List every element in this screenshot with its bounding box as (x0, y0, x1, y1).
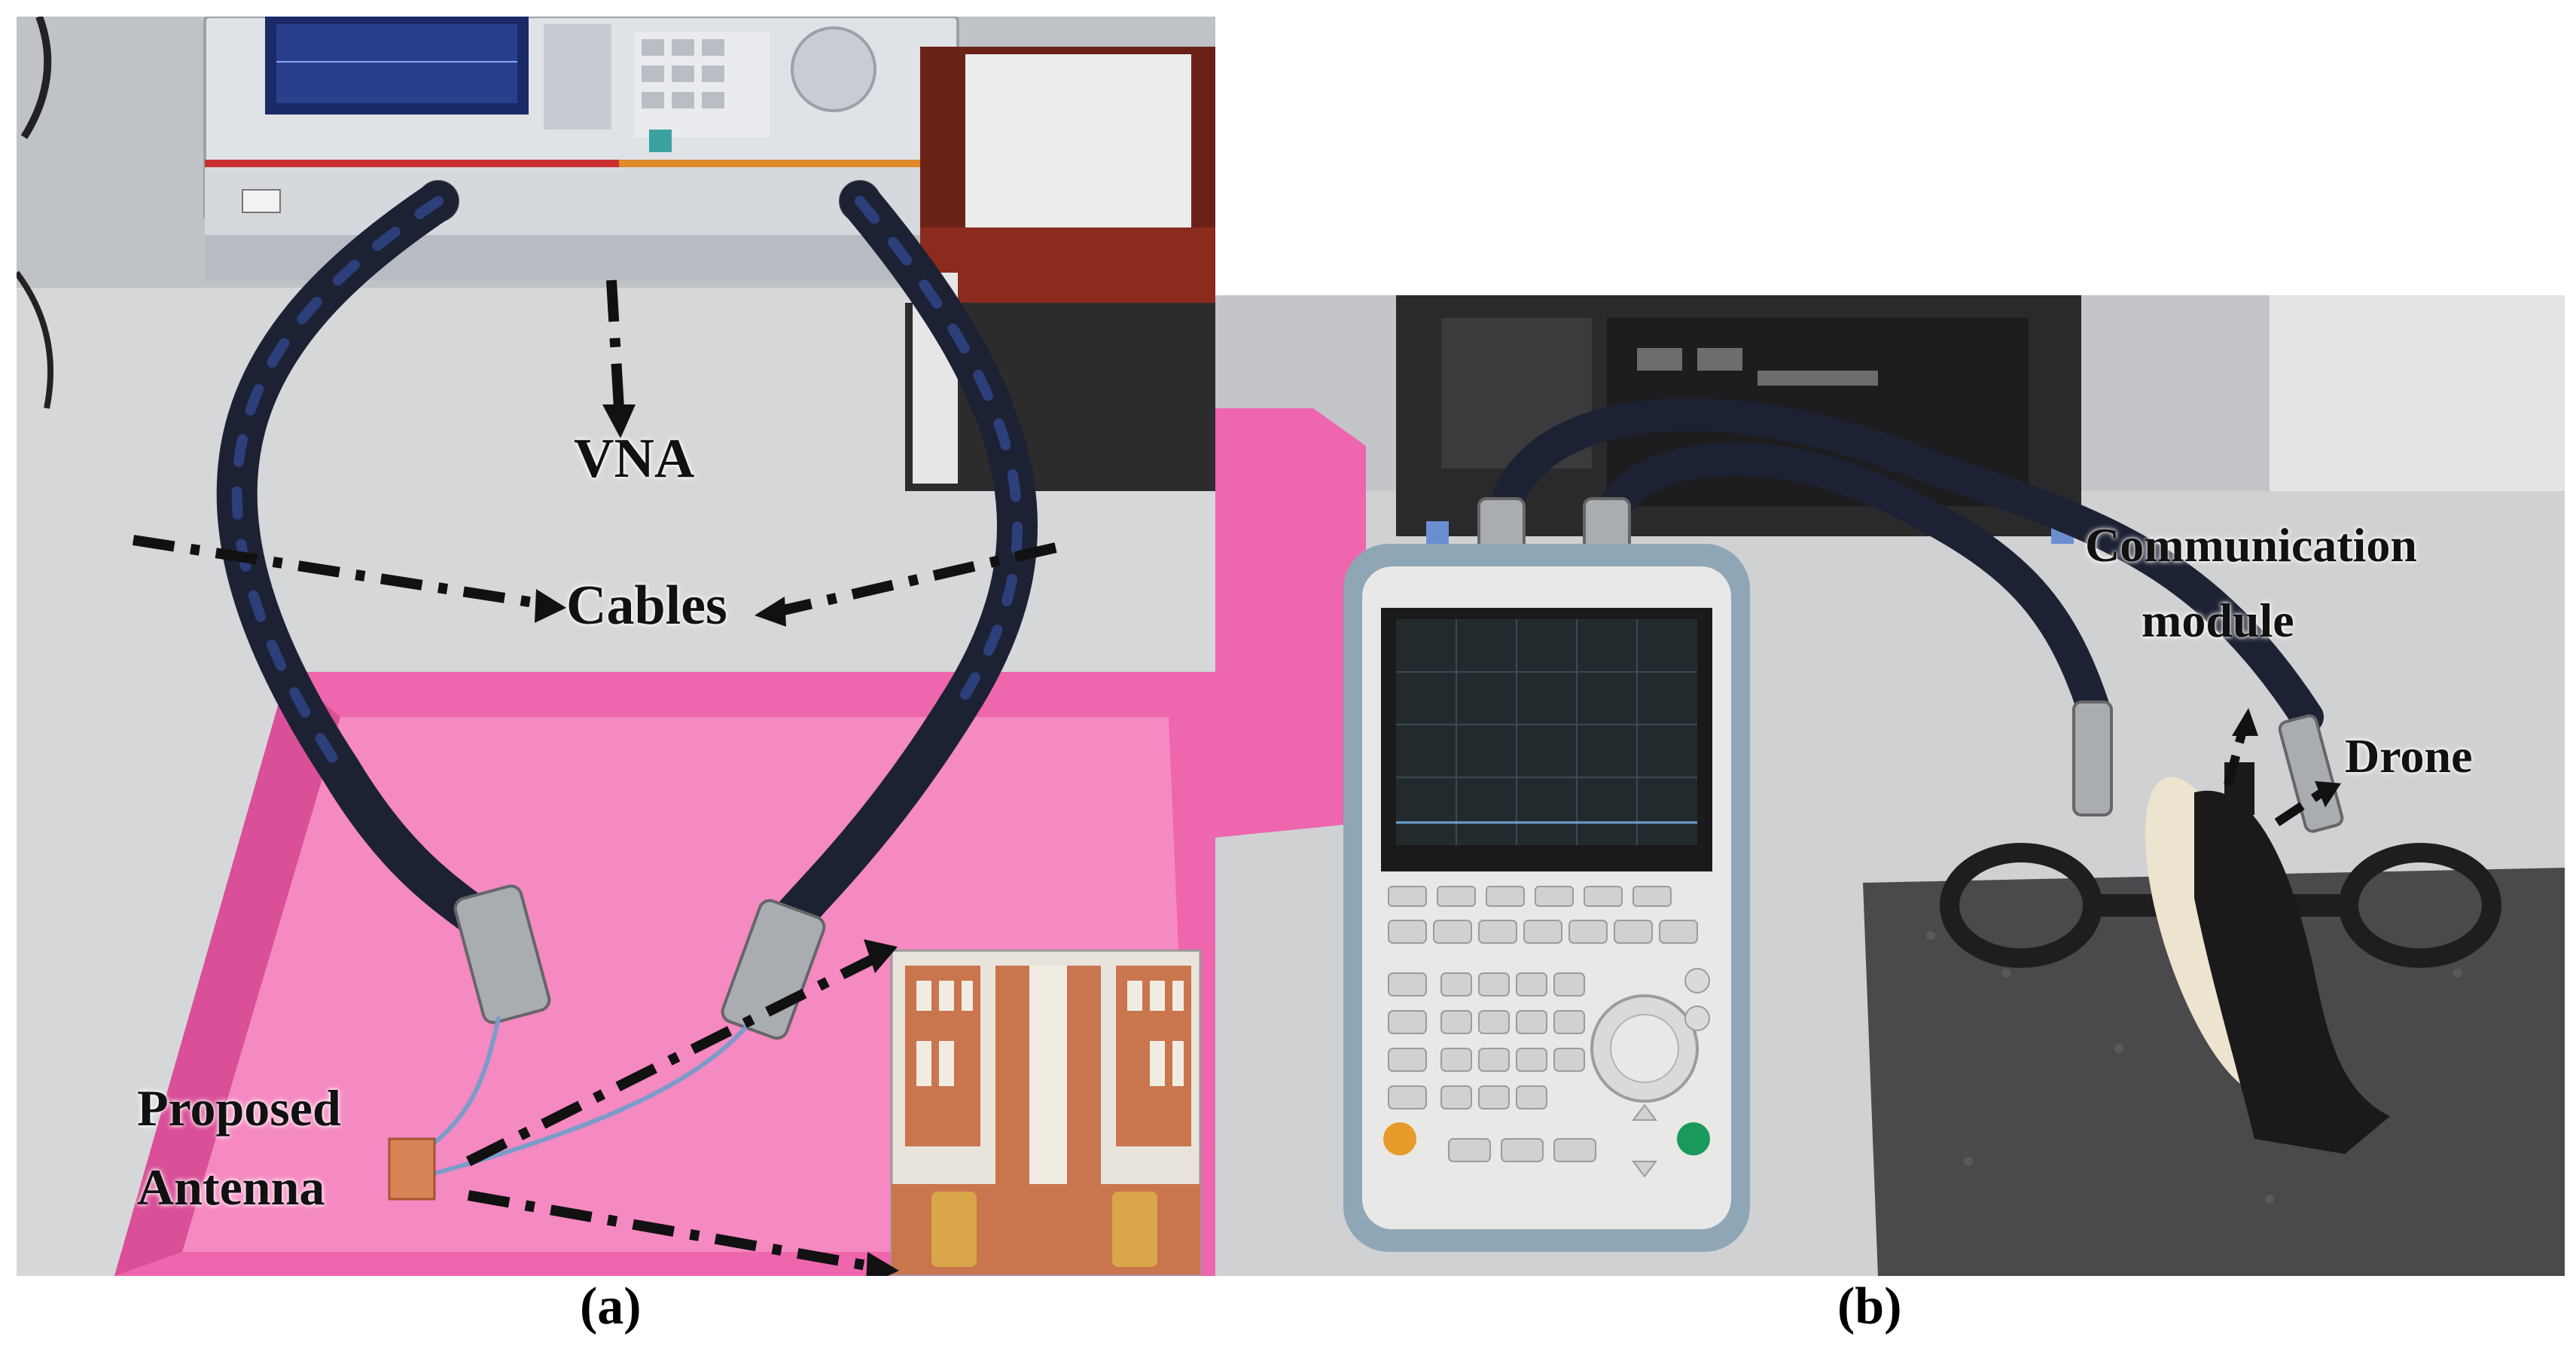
arrow-vna (606, 279, 624, 409)
foam-piece (1215, 408, 1366, 838)
antenna-small (388, 1137, 436, 1201)
label-antenna-line2: Antenna (137, 1158, 325, 1216)
label-vna: VNA (574, 428, 695, 490)
label-cables: Cables (566, 575, 727, 636)
label-antenna-line1: Proposed (137, 1079, 341, 1137)
cables (216, 181, 1038, 1179)
arrow-cables-left (132, 535, 545, 609)
arrow-inset-bottom (467, 1190, 876, 1272)
panel-a-scene (17, 17, 1215, 1276)
arrow-inset-top (465, 953, 878, 1167)
cables-b (1485, 398, 2324, 734)
label-comm-line1: Communication (2085, 518, 2417, 572)
label-comm-line2: module (2142, 594, 2294, 647)
arrow-drone (2274, 789, 2325, 826)
drone (1940, 762, 2501, 1154)
label-drone: Drone (2345, 729, 2473, 783)
annotation-arrows-b (2224, 727, 2325, 826)
handheld-analyzer (1343, 544, 1750, 1252)
vna-instrument (203, 17, 959, 280)
arrow-cables-right (776, 542, 1057, 617)
equipment-boxes (905, 47, 1215, 491)
antenna-inset-image (890, 949, 1202, 1276)
arrow-heads (535, 404, 899, 1276)
caption-a: (a) (580, 1277, 642, 1335)
panel-a-photo: VNA Cables Proposed Antenna (17, 17, 1215, 1276)
panel-b-scene (1215, 295, 2565, 1276)
annotation-arrows (132, 279, 1057, 1272)
caption-b: (b) (1837, 1277, 1902, 1335)
foam-mat (1863, 868, 2565, 1276)
arrow-comm-module (2224, 727, 2248, 786)
panel-b-photo: Communication module Drone (1215, 295, 2565, 1276)
